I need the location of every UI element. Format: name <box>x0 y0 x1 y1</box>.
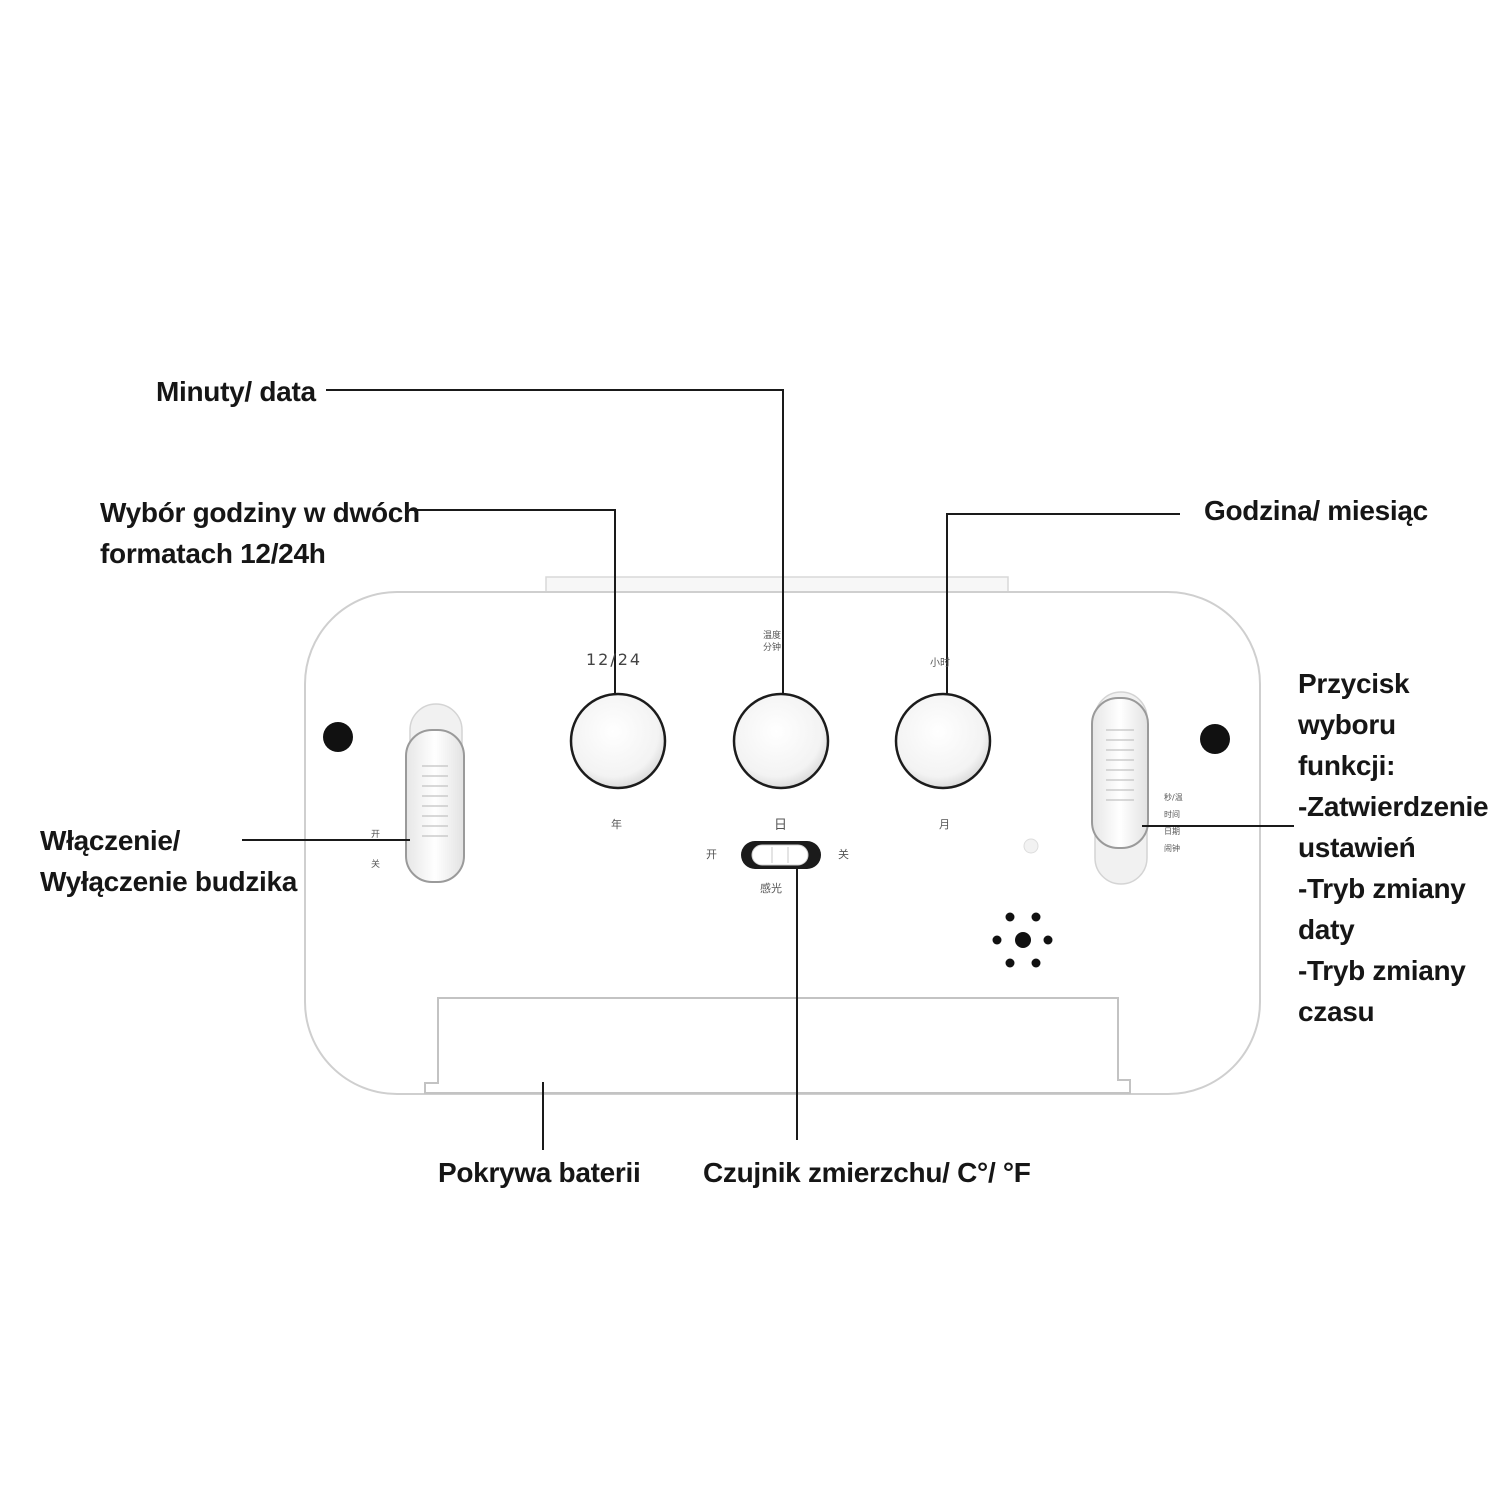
mounting-hole-left <box>323 722 353 752</box>
callout-alarm-switch: Włączenie/ Wyłączenie budzika <box>40 825 298 897</box>
mode-switch-marking: 秒/温 时间 日期 闹钟 <box>1164 793 1183 853</box>
hour-marking: 小时 <box>930 658 950 669</box>
sensor-dot <box>1023 838 1039 854</box>
speaker-grille <box>992 912 1053 968</box>
callout-hour-month: Godzina/ miesiąc <box>1204 495 1428 526</box>
light-sensor-switch[interactable] <box>741 841 821 869</box>
function-select-switch[interactable] <box>1091 697 1149 849</box>
hour-month-button[interactable] <box>894 692 992 790</box>
format-button-marking: 12/24 <box>586 650 643 669</box>
callout-function-button: Przycisk wyboru funkcji: -Zatwierdzenie … <box>1298 668 1489 1027</box>
day-marking: 日 <box>774 818 788 833</box>
sensor-on-marking: 开 <box>706 848 717 861</box>
callout-hour-format: Wybór godziny w dwóch formatach 12/24h <box>100 497 420 569</box>
minutes-date-button[interactable] <box>732 692 830 790</box>
leader-minutes-date <box>326 389 784 695</box>
callout-light-sensor: Czujnik zmierzchu/ C°/ °F <box>703 1157 1031 1188</box>
leader-hour-month <box>946 513 1180 695</box>
sensor-off-marking: 关 <box>838 848 849 861</box>
callout-minutes-date: Minuty/ data <box>156 376 316 407</box>
mounting-hole-right <box>1200 724 1230 754</box>
month-marking: 月 <box>939 818 950 831</box>
light-control-marking: 感光 <box>760 882 782 895</box>
year-marking: 年 <box>611 818 622 831</box>
battery-cover[interactable] <box>424 997 1131 1094</box>
leader-lines <box>242 389 1294 1150</box>
format-12-24-button[interactable] <box>569 692 667 790</box>
alarm-switch[interactable] <box>405 729 465 883</box>
leader-hour-format <box>409 509 616 695</box>
callout-battery-cover: Pokrywa baterii <box>438 1157 641 1188</box>
alarm-switch-marking: 开 关 <box>371 830 381 870</box>
temp-minute-marking: 温度 分钟 <box>763 631 782 653</box>
